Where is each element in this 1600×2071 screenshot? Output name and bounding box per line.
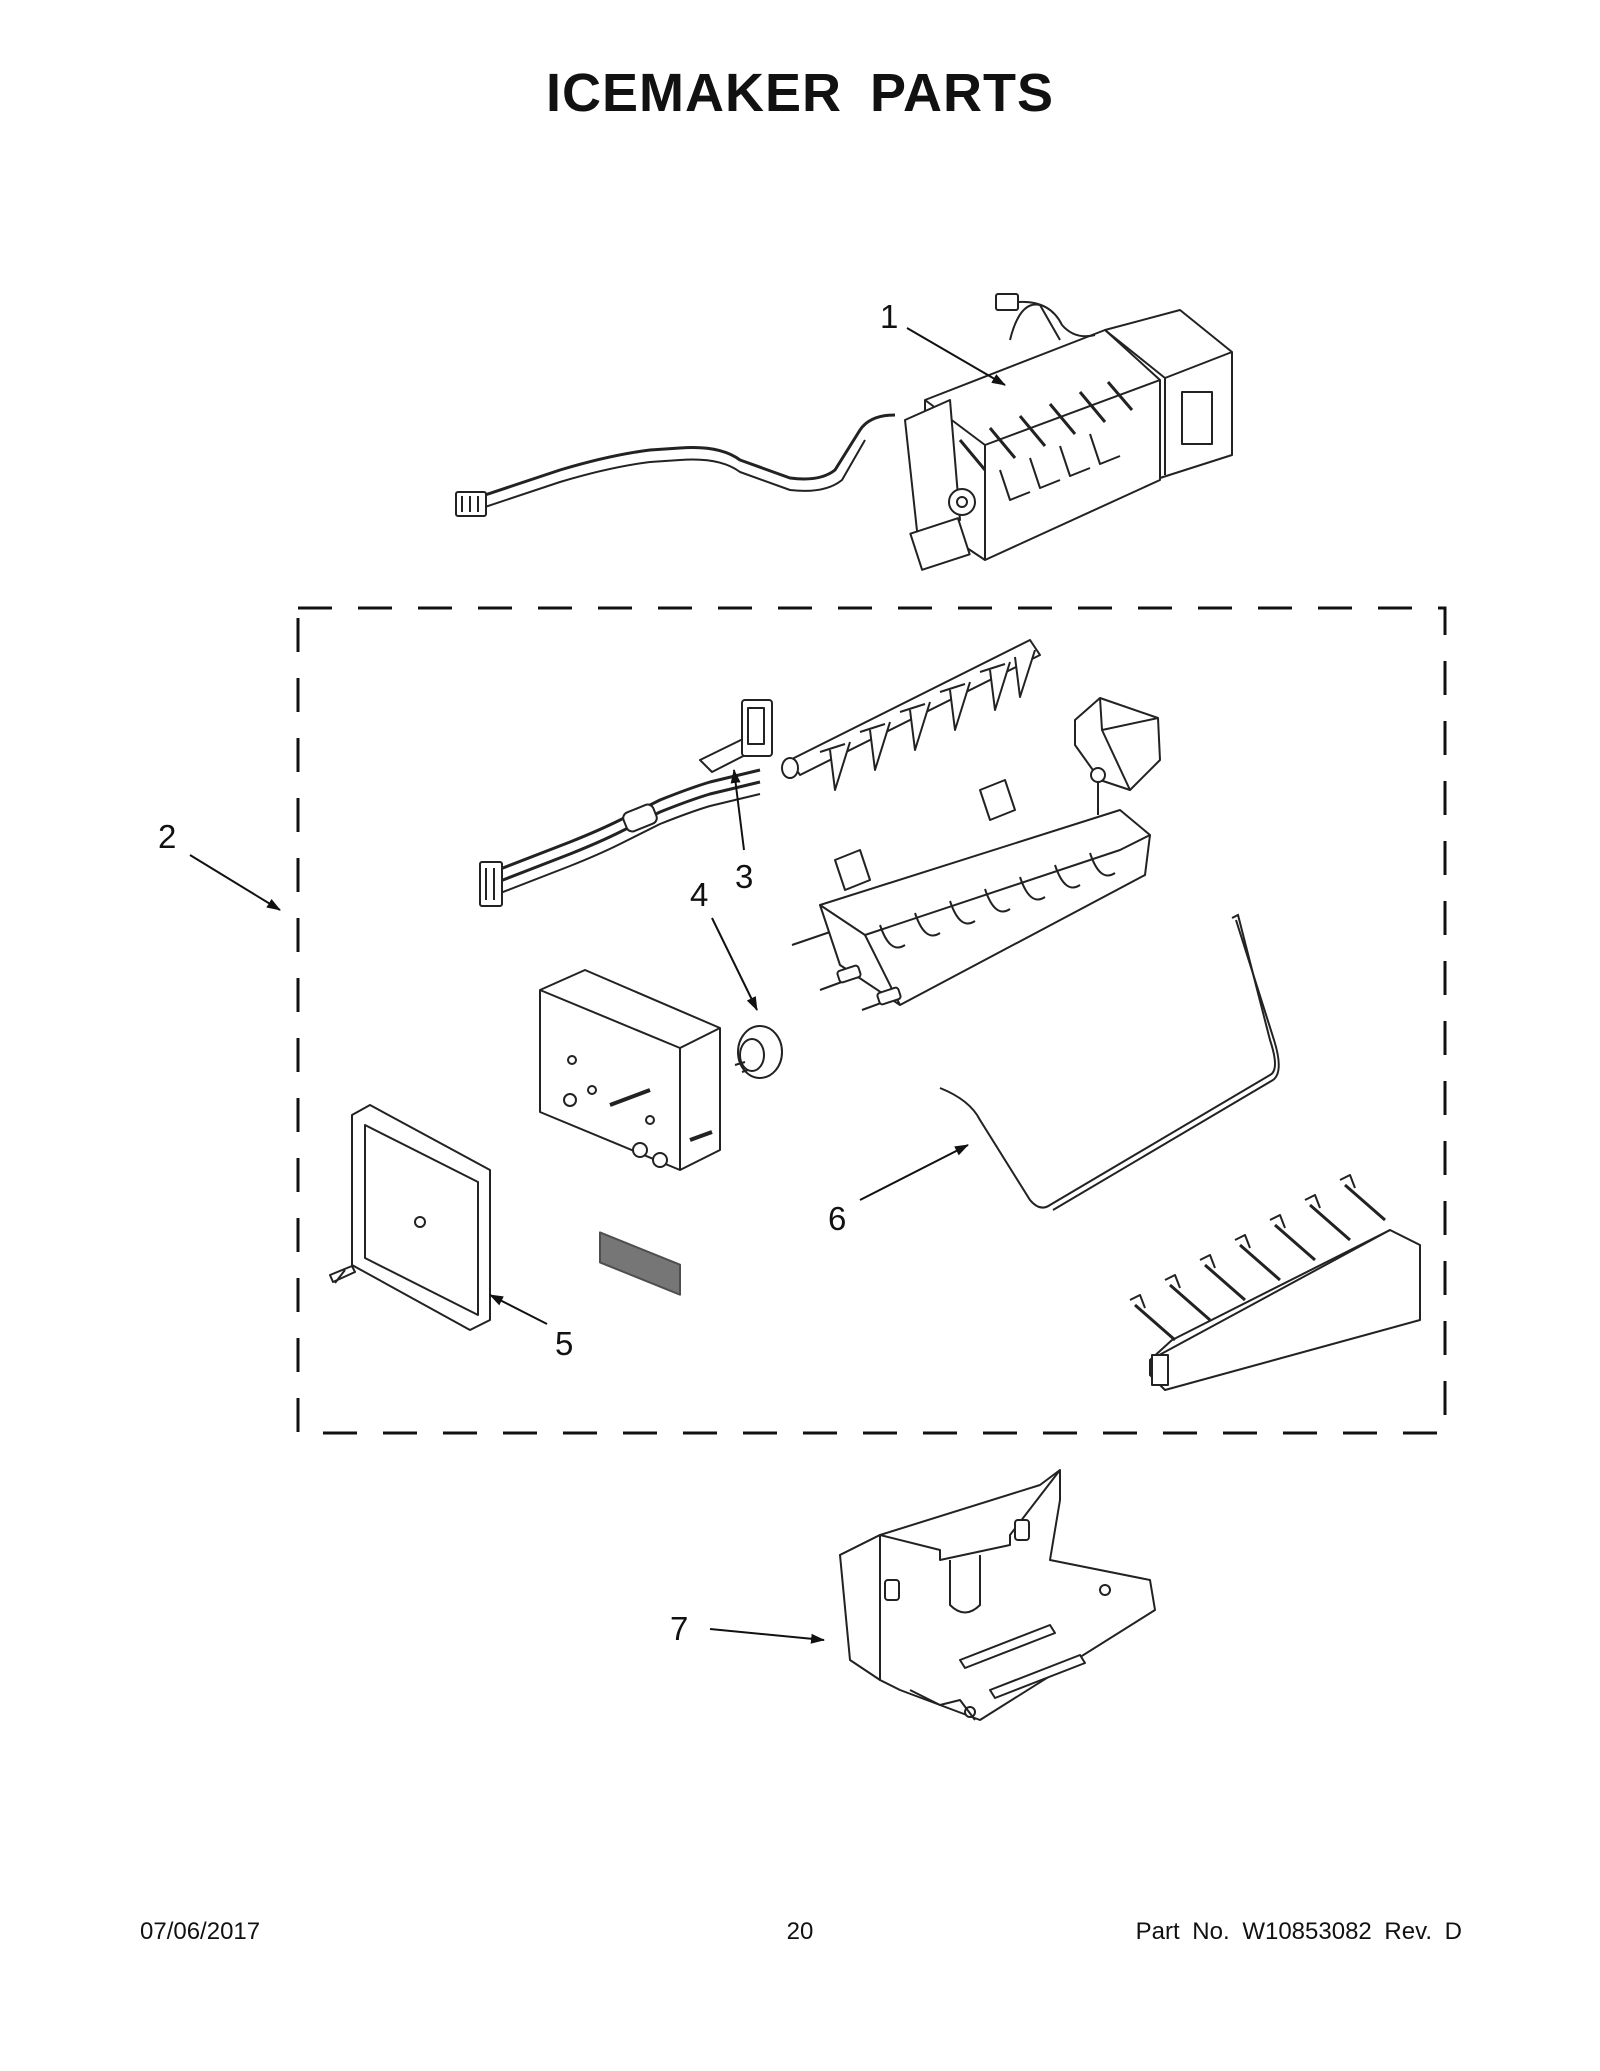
wire-harness bbox=[480, 700, 772, 906]
arrow-3 bbox=[730, 769, 745, 851]
callout-1: 1 bbox=[880, 298, 898, 335]
arrow-4 bbox=[711, 917, 758, 1011]
thermostat bbox=[735, 1026, 782, 1078]
callout-7: 7 bbox=[670, 1610, 688, 1647]
mold-cap bbox=[1075, 698, 1160, 815]
footer-date: 07/06/2017 bbox=[140, 1918, 261, 1945]
callout-6: 6 bbox=[828, 1200, 846, 1237]
ejector-rail bbox=[782, 640, 1040, 790]
ice-stripper bbox=[1130, 1175, 1420, 1390]
arrow-5 bbox=[489, 1294, 548, 1325]
page-title: ICEMAKER PARTS bbox=[545, 63, 1055, 123]
kit-boundary bbox=[296, 606, 1447, 1435]
callout-arrows bbox=[189, 327, 1006, 1644]
control-box bbox=[540, 970, 720, 1295]
callout-2: 2 bbox=[158, 818, 176, 855]
callout-4: 4 bbox=[690, 876, 708, 913]
front-cover bbox=[330, 1105, 490, 1330]
shutoff-arm bbox=[940, 915, 1279, 1210]
arrow-6 bbox=[859, 1144, 969, 1201]
icemaker-assembly bbox=[456, 294, 1232, 570]
mounting-bracket bbox=[840, 1470, 1155, 1720]
arrow-1 bbox=[906, 327, 1006, 386]
arrow-7 bbox=[709, 1628, 825, 1644]
footer-page-number: 20 bbox=[786, 1918, 814, 1945]
arrow-2 bbox=[189, 854, 281, 911]
callout-labels: 1 2 3 4 5 6 7 bbox=[158, 298, 898, 1647]
callout-3: 3 bbox=[735, 858, 753, 895]
footer-part-number: Part No. W10853082 Rev. D bbox=[1135, 1918, 1462, 1945]
mold-tray bbox=[792, 780, 1150, 1010]
callout-5: 5 bbox=[555, 1325, 573, 1362]
